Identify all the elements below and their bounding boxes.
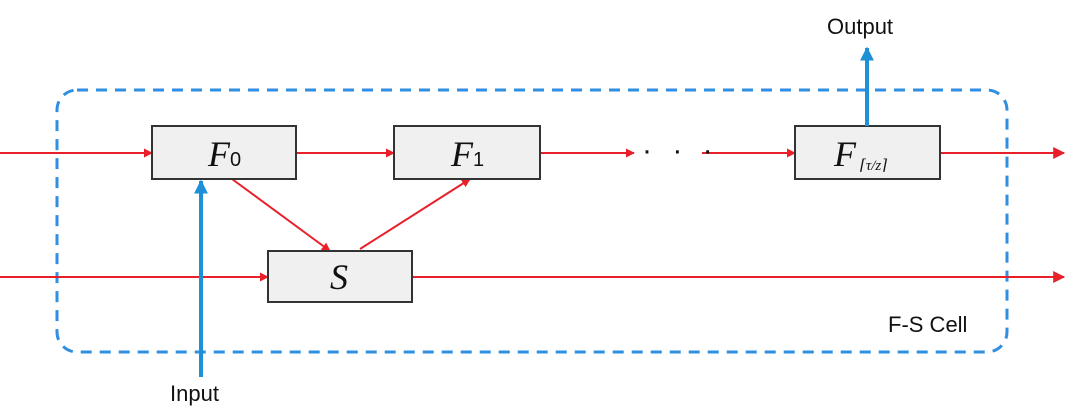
node-s-box (267, 250, 413, 303)
node-f0-label: F0 (207, 134, 241, 174)
node-f0: F0 (151, 125, 297, 180)
node-s-label: S (330, 257, 348, 297)
node-fn: F⌈τ/z⌉ (794, 125, 941, 180)
output-label: Output (827, 14, 893, 39)
arrow-f0-to-s (231, 178, 331, 252)
fs-cell-boundary (55, 88, 1009, 354)
node-fn-box (794, 125, 941, 180)
arrow-s-to-f1 (359, 178, 471, 250)
node-fn-label: F⌈τ/z⌉ (833, 134, 887, 174)
ellipsis: · · · (642, 134, 719, 167)
node-s: S (267, 250, 413, 303)
input-label: Input (170, 381, 219, 406)
node-f1: F1 (393, 125, 541, 180)
node-f1-label: F1 (450, 134, 484, 174)
node-f1-box (393, 125, 541, 180)
node-f0-box (151, 125, 297, 180)
cell-label: F-S Cell (888, 312, 967, 337)
